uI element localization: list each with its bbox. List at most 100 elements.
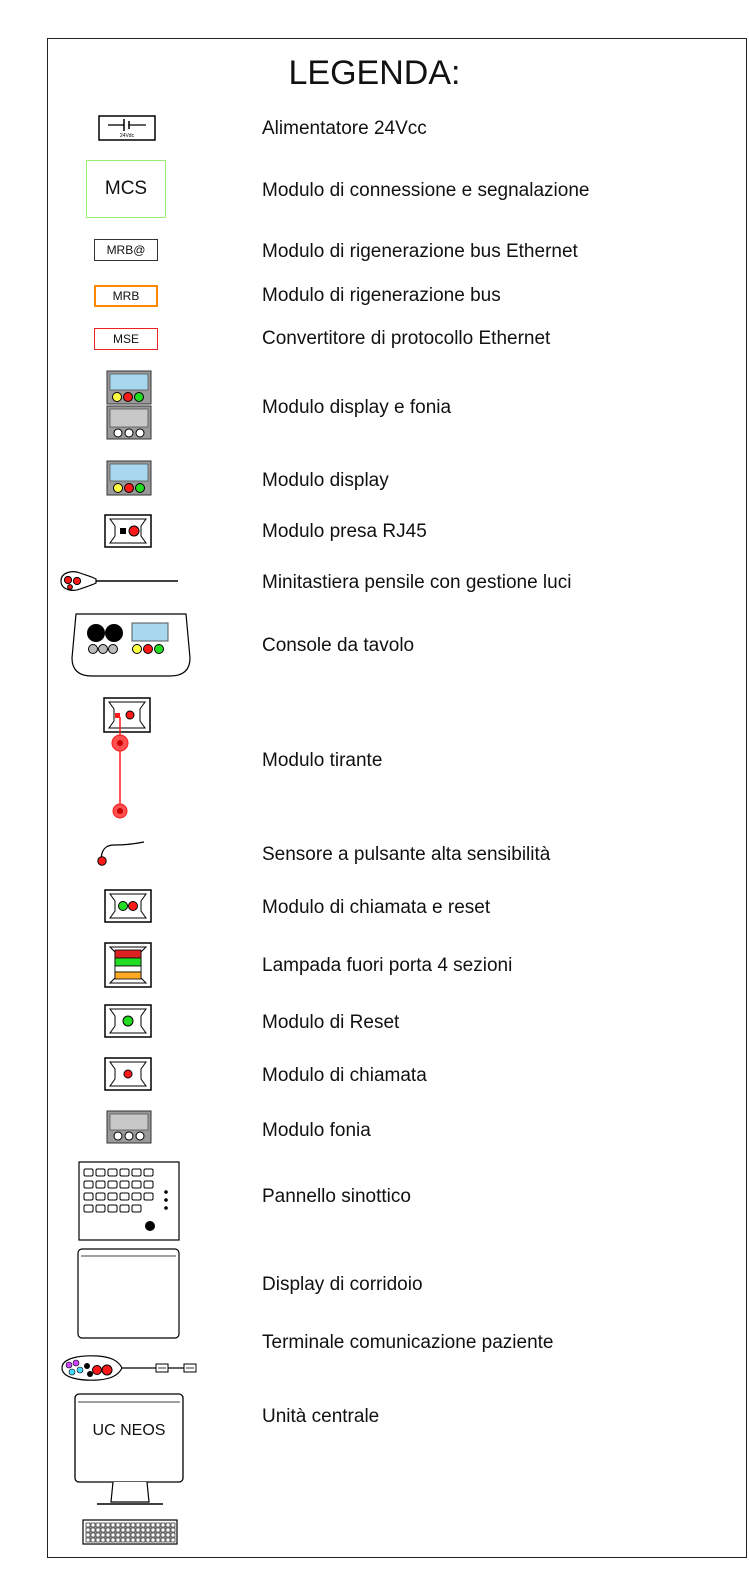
keyboard-key-icon bbox=[120, 1532, 126, 1538]
keyboard-key-icon bbox=[100, 1537, 106, 1543]
keyboard-key-icon bbox=[145, 1537, 151, 1543]
keyboard-key-icon bbox=[85, 1532, 91, 1538]
door-lamp-icon bbox=[104, 942, 152, 988]
legend-label: Modulo display e fonia bbox=[262, 397, 452, 418]
legend-label: Modulo di chiamata bbox=[262, 1065, 427, 1086]
mrb-box-icon: MRB bbox=[94, 285, 158, 307]
central-unit-text: UC NEOS bbox=[92, 1422, 166, 1439]
keyboard-key-icon bbox=[105, 1527, 111, 1533]
keyboard-key-icon bbox=[90, 1532, 96, 1538]
central-unit-icon bbox=[74, 1393, 184, 1545]
panel-button-icon bbox=[83, 1168, 94, 1177]
mcs-box-icon: MCS bbox=[86, 160, 166, 218]
legend-label: Modulo tirante bbox=[262, 750, 383, 771]
keyboard-key-icon bbox=[95, 1532, 101, 1538]
legend-label: Modulo di Reset bbox=[262, 1012, 400, 1033]
keyboard-key-icon bbox=[85, 1537, 91, 1543]
keyboard-key-icon bbox=[115, 1527, 121, 1533]
keyboard-key-icon bbox=[165, 1527, 171, 1533]
keyboard-key-icon bbox=[145, 1527, 151, 1533]
keyboard-key-icon bbox=[155, 1532, 161, 1538]
call-reset-module-icon bbox=[104, 889, 152, 923]
panel-button-icon bbox=[95, 1192, 106, 1201]
keyboard-key-icon bbox=[130, 1522, 136, 1528]
keyboard-key-icon bbox=[120, 1537, 126, 1543]
display-audio-module-icon bbox=[106, 370, 152, 440]
keyboard-key-icon bbox=[95, 1527, 101, 1533]
keyboard-key-icon bbox=[140, 1522, 146, 1528]
keyboard-key-icon bbox=[115, 1522, 121, 1528]
panel-button-icon bbox=[83, 1204, 94, 1213]
legend-label: Lampada fuori porta 4 sezioni bbox=[262, 955, 513, 976]
keyboard-key-icon bbox=[160, 1522, 166, 1528]
panel-button-icon bbox=[143, 1168, 154, 1177]
panel-button-icon bbox=[95, 1180, 106, 1189]
keyboard-key-icon bbox=[125, 1532, 131, 1538]
legend-label: Minitastiera pensile con gestione luci bbox=[262, 572, 572, 593]
legend-title: LEGENDA: bbox=[288, 54, 461, 92]
legend-label: Modulo di connessione e segnalazione bbox=[262, 180, 590, 201]
keyboard-key-icon bbox=[120, 1522, 126, 1528]
keyboard-key-icon bbox=[145, 1532, 151, 1538]
pendant-keypad-icon bbox=[60, 571, 178, 591]
keyboard-key-icon bbox=[135, 1522, 141, 1528]
reset-module-icon bbox=[104, 1004, 152, 1038]
keyboard-key-icon bbox=[85, 1527, 91, 1533]
power-supply-icon: 24Vdc bbox=[98, 115, 156, 141]
panel-button-icon bbox=[143, 1192, 154, 1201]
keyboard-key-icon bbox=[160, 1527, 166, 1533]
keyboard-key-icon bbox=[160, 1537, 166, 1543]
keyboard-key-icon bbox=[130, 1527, 136, 1533]
keyboard-key-icon bbox=[125, 1522, 131, 1528]
panel-button-icon bbox=[131, 1168, 142, 1177]
panel-button-icon bbox=[119, 1204, 130, 1213]
keyboard-key-icon bbox=[170, 1532, 176, 1538]
keyboard-key-icon bbox=[150, 1522, 156, 1528]
panel-button-icon bbox=[107, 1180, 118, 1189]
panel-button-icon bbox=[107, 1168, 118, 1177]
keyboard-key-icon bbox=[165, 1532, 171, 1538]
call-module-icon bbox=[104, 1057, 152, 1091]
keyboard-key-icon bbox=[110, 1537, 116, 1543]
panel-button-icon bbox=[143, 1180, 154, 1189]
keyboard-key-icon bbox=[165, 1522, 171, 1528]
legend-frame bbox=[47, 38, 747, 1558]
keyboard-key-icon bbox=[120, 1527, 126, 1533]
panel-button-icon bbox=[119, 1192, 130, 1201]
keyboard-key-icon bbox=[110, 1522, 116, 1528]
display-module-icon bbox=[106, 460, 152, 496]
keyboard-key-icon bbox=[145, 1522, 151, 1528]
sensitive-button-sensor-icon bbox=[97, 841, 145, 866]
panel-button-icon bbox=[119, 1180, 130, 1189]
legend-label: Pannello sinottico bbox=[262, 1186, 411, 1207]
keyboard-key-icon bbox=[95, 1522, 101, 1528]
panel-button-icon bbox=[95, 1204, 106, 1213]
keyboard-key-icon bbox=[140, 1532, 146, 1538]
panel-button-icon bbox=[107, 1192, 118, 1201]
panel-button-icon bbox=[131, 1192, 142, 1201]
keyboard-key-icon bbox=[155, 1537, 161, 1543]
keyboard-key-icon bbox=[170, 1537, 176, 1543]
keyboard-key-icon bbox=[150, 1527, 156, 1533]
legend-label: Modulo display bbox=[262, 470, 389, 491]
keyboard-key-icon bbox=[170, 1527, 176, 1533]
mrb-ethernet-text: MRB@ bbox=[106, 243, 146, 257]
keyboard-key-icon bbox=[95, 1537, 101, 1543]
panel-button-icon bbox=[131, 1180, 142, 1189]
keyboard-key-icon bbox=[125, 1537, 131, 1543]
keyboard-key-icon bbox=[155, 1527, 161, 1533]
audio-module-icon bbox=[106, 1110, 152, 1144]
keyboard-key-icon bbox=[125, 1527, 131, 1533]
legend-label: Display di corridoio bbox=[262, 1274, 423, 1295]
legend-label: Modulo di chiamata e reset bbox=[262, 897, 491, 918]
legend-label: Modulo di rigenerazione bus Ethernet bbox=[262, 241, 578, 262]
keyboard-key-icon bbox=[105, 1522, 111, 1528]
mse-text: MSE bbox=[112, 332, 139, 346]
keyboard-key-icon bbox=[150, 1537, 156, 1543]
mse-box-icon: MSE bbox=[94, 328, 158, 350]
keyboard-key-icon bbox=[165, 1537, 171, 1543]
synoptic-panel-icon bbox=[78, 1161, 180, 1241]
keyboard-key-icon bbox=[115, 1537, 121, 1543]
keyboard-key-icon bbox=[90, 1522, 96, 1528]
keyboard-key-icon bbox=[100, 1522, 106, 1528]
